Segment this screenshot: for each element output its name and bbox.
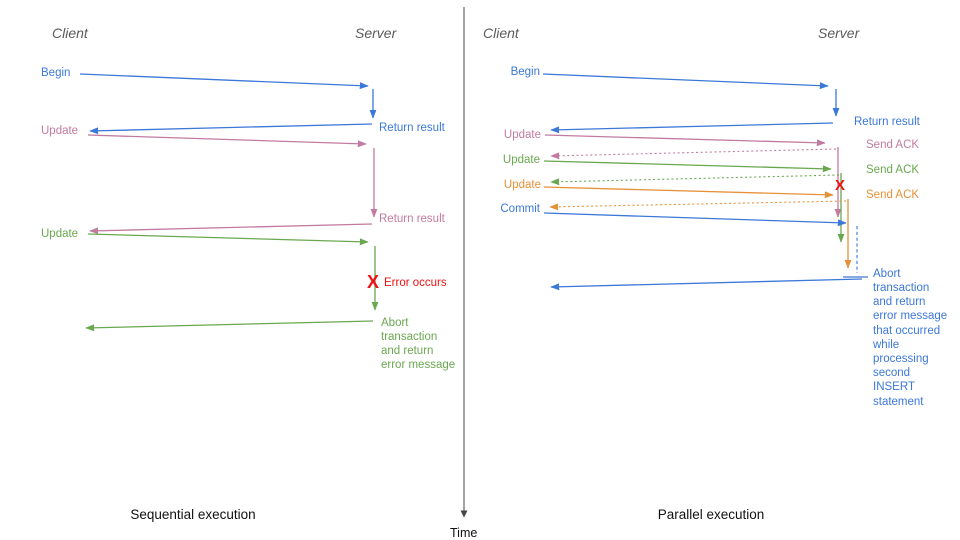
left-abort-return-arrow xyxy=(85,320,374,332)
right-ack2-label: Send ACK xyxy=(866,164,919,176)
right-ack2-arrow xyxy=(550,174,840,186)
right-update1-arrow xyxy=(544,134,826,147)
left-update1-arrow xyxy=(87,134,367,148)
left-abort-line: and return xyxy=(381,345,433,357)
right-update3-arrow xyxy=(543,186,834,199)
right-abort-line: Abort xyxy=(873,268,901,280)
right-abort-line: statement xyxy=(873,396,924,408)
right-ack1-arrow xyxy=(550,148,837,160)
right-abort-line: transaction xyxy=(873,282,929,294)
right-abort-line: error message xyxy=(873,310,947,322)
left-abort-line: Abort xyxy=(381,317,409,329)
left-error-x-icon: X xyxy=(367,272,379,292)
right-update2-arrow xyxy=(543,160,832,173)
right-abort-return-arrow xyxy=(550,278,863,291)
left-panel-caption: Sequential execution xyxy=(130,507,255,522)
left-update1-label: Update xyxy=(41,125,78,137)
left-abort-line: transaction xyxy=(381,331,437,343)
right-ack3-arrow xyxy=(549,200,847,211)
right-abort-line: second xyxy=(873,367,910,379)
right-error-x-icon: X xyxy=(835,177,845,194)
right-begin-arrow xyxy=(542,73,829,90)
right-ack3-label: Send ACK xyxy=(866,189,919,201)
right-abort-line: that occurred xyxy=(873,325,940,337)
left-begin-label: Begin xyxy=(41,67,70,79)
right-commit-label: Commit xyxy=(500,203,540,215)
right-return-result-arrow xyxy=(550,122,834,134)
left-begin-arrow xyxy=(79,73,369,90)
right-server-header: Server xyxy=(818,25,861,41)
right-client-header: Client xyxy=(483,25,520,41)
left-error-label: Error occurs xyxy=(384,277,447,289)
left-update2-label: Update xyxy=(41,228,78,240)
right-abort-line: while xyxy=(872,339,899,351)
left-return-result-1-arrow xyxy=(89,123,373,135)
right-abort-line: and return xyxy=(873,296,925,308)
left-client-header: Client xyxy=(52,25,89,41)
right-abort-line: INSERT xyxy=(873,381,915,393)
right-update3-label: Update xyxy=(504,179,541,191)
right-update2-label: Update xyxy=(503,154,540,166)
right-commit-arrow xyxy=(543,212,847,227)
left-return-result-1-label: Return result xyxy=(379,122,446,134)
right-ack1-label: Send ACK xyxy=(866,139,919,151)
right-update1-label: Update xyxy=(504,129,541,141)
time-axis-label: Time xyxy=(450,526,477,540)
left-server-header: Server xyxy=(355,25,398,41)
left-return-result-2-label: Return result xyxy=(379,213,446,225)
right-return-result-label: Return result xyxy=(854,116,921,128)
right-begin-label: Begin xyxy=(511,66,540,78)
left-return-result-2-arrow xyxy=(89,223,373,235)
right-abort-line: processing xyxy=(873,353,929,365)
left-update2-arrow xyxy=(87,233,369,246)
right-panel-caption: Parallel execution xyxy=(658,507,765,522)
left-abort-line: error message xyxy=(381,359,455,371)
